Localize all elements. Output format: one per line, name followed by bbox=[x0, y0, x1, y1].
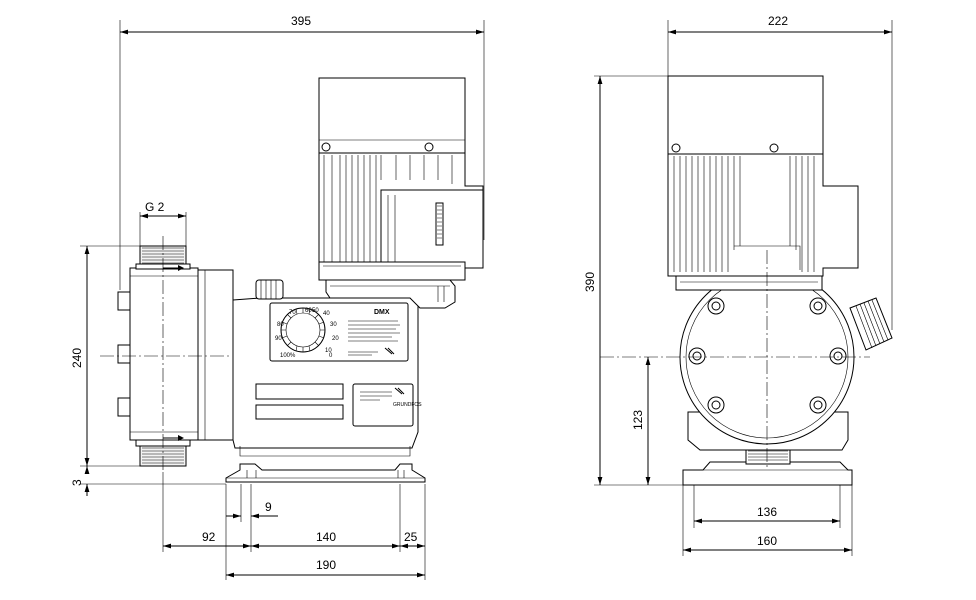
dim-3: 3 bbox=[70, 479, 84, 486]
dim-395: 395 bbox=[291, 14, 311, 28]
dim-160: 160 bbox=[757, 534, 777, 548]
front-motor bbox=[318, 77, 484, 281]
dial-20: 20 bbox=[332, 336, 339, 342]
dial-30: 30 bbox=[330, 322, 337, 328]
dim-92: 92 bbox=[202, 530, 216, 544]
dial-40: 40 bbox=[323, 311, 330, 317]
svg-text:GRUNDFOS: GRUNDFOS bbox=[393, 402, 422, 408]
front-dial-plate: 70 80 90 100% 40 30 20 0 60 50 10 DMX bbox=[269, 302, 409, 362]
dim-190: 190 bbox=[316, 558, 336, 572]
front-base-plate bbox=[225, 463, 426, 483]
dimension-lines: 395 222 G 2 240 3 390 123 bbox=[70, 14, 893, 580]
dial-10: 10 bbox=[325, 348, 332, 354]
dial-knurl bbox=[281, 308, 325, 352]
dial-90: 90 bbox=[275, 336, 282, 342]
dim-140: 140 bbox=[316, 530, 336, 544]
dial-70: 70 bbox=[289, 310, 296, 316]
dial-60: 60 bbox=[305, 308, 312, 314]
model-label: DMX bbox=[374, 309, 390, 316]
dim-390: 390 bbox=[583, 272, 597, 292]
dial-50: 50 bbox=[312, 308, 319, 314]
side-view bbox=[600, 75, 893, 486]
side-motor bbox=[667, 75, 859, 291]
side-vent-nozzle bbox=[849, 297, 893, 351]
side-bolts bbox=[688, 297, 847, 414]
dim-222: 222 bbox=[768, 14, 788, 28]
dim-25: 25 bbox=[404, 530, 418, 544]
dim-240: 240 bbox=[70, 348, 84, 368]
dim-136: 136 bbox=[757, 505, 777, 519]
front-motor-flange bbox=[325, 279, 456, 309]
dim-9: 9 bbox=[265, 500, 272, 514]
side-base-plate bbox=[682, 447, 853, 486]
dial-100: 100% bbox=[280, 353, 296, 359]
dial-80: 80 bbox=[277, 322, 284, 328]
front-stroke-knob bbox=[255, 279, 284, 300]
front-view: GRUNDFOS 70 80 90 100% 40 30 20 0 60 50 … bbox=[100, 77, 484, 483]
dim-g2: G 2 bbox=[145, 200, 165, 214]
motor-fins bbox=[323, 155, 453, 270]
dim-123: 123 bbox=[631, 410, 645, 430]
dial-0: 0 bbox=[329, 353, 333, 359]
